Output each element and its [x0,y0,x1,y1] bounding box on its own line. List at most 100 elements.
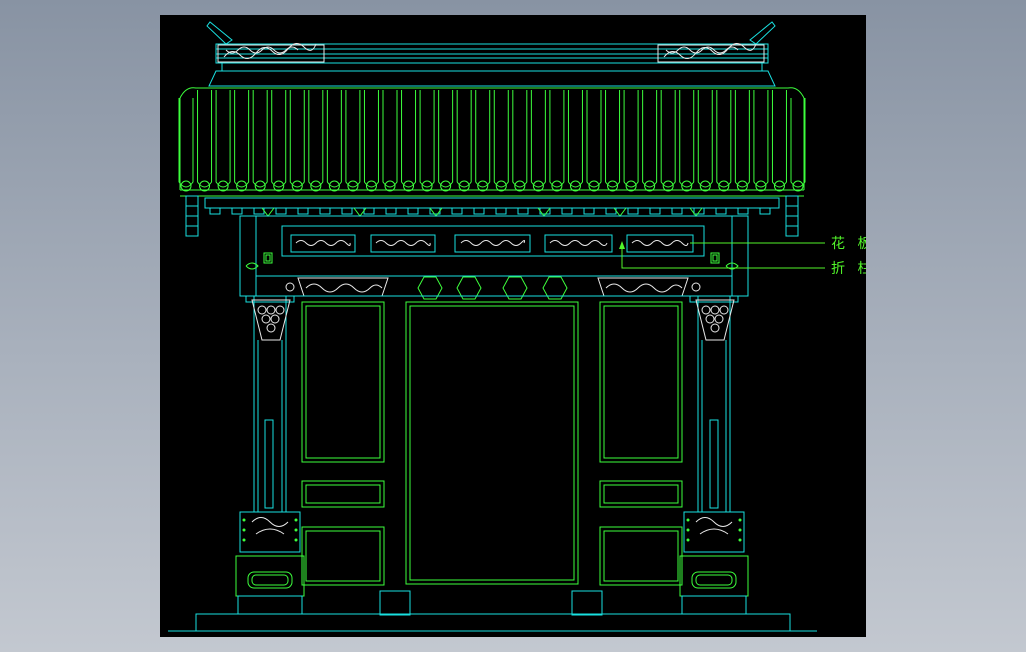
ridge-end-carving-left [217,43,325,63]
roof-tile [530,90,546,188]
roof-top-curve [179,87,805,99]
lintel-carving-left [285,277,389,297]
roof-tile [438,90,454,188]
tile-end-cap [291,180,303,192]
ridge-end-carving-right [657,43,765,63]
roof-tile [419,90,435,188]
tile-end-cap [588,180,600,192]
lintel-carving-right [597,277,701,297]
tile-end-cap [347,180,359,192]
roof-tile [642,90,658,188]
eave-hangers [185,195,799,237]
tile-end-cap [495,180,507,192]
eave-bracket [385,207,397,215]
roof-tile [512,90,528,188]
tile-end-cap [199,180,211,192]
pillar-right [689,295,739,513]
tile-end-cap [421,180,433,192]
roof-tile [289,90,305,188]
base-platform [168,613,817,632]
left-door-leaf [301,301,385,586]
roof-tile [697,90,713,188]
tile-end-cap [792,180,804,192]
eave-bracket [737,207,749,215]
tile-end-cap [551,180,563,192]
roof-eave-corners [206,21,776,45]
pillar-capital-right [695,299,735,341]
roof-tile [753,90,769,188]
roof-tile [605,90,621,188]
tile-end-cap [477,180,489,192]
eave-bracket [671,207,683,215]
pillars [245,295,739,513]
tile-end-cap [625,180,637,192]
tile-end-cap [532,180,544,192]
eave-bracket [297,207,309,215]
tile-end-cap [440,180,452,192]
callout-flower-board-label: 花 板 [831,236,866,252]
roof-tile [382,90,398,188]
eave-bracket [231,207,243,215]
eave-bracket [561,207,573,215]
eave-bracket [209,207,221,215]
eave-bracket [627,207,639,215]
folding-pillar-ornaments [245,252,739,270]
roof-tile [234,90,250,188]
eave-bracket [341,207,353,215]
roof-tile [308,90,324,188]
tile-end-cap [755,180,767,192]
roof-slope [208,70,776,87]
roof-tile [215,90,231,188]
eave-bracket [649,207,661,215]
roof-tile [493,90,509,188]
callout-folding-pillar-label: 折 柱 [831,261,866,277]
tile-end-cap [514,180,526,192]
roof-tile [790,98,806,188]
callout-folding-pillar: 折 柱 [619,241,866,277]
eave-bracket [583,207,595,215]
roof-tile [271,90,287,188]
roof-tile [252,90,268,188]
lintel [239,215,749,300]
cad-viewport[interactable]: 花 板 折 柱 [160,15,866,637]
tile-end-cap [384,180,396,192]
eave-bracket [407,207,419,215]
roof-tile [586,90,602,188]
tile-end-cap [328,180,340,192]
eave-bracket [715,207,727,215]
tile-end-cap [273,180,285,192]
tile-end-cap [681,180,693,192]
roof-tile [197,90,213,188]
tile-end-cap [644,180,656,192]
tile-end-cap [718,180,730,192]
plinth-right [679,511,749,615]
plinth-dots [242,518,742,542]
tile-end-cap [365,180,377,192]
roof-tile [456,90,472,188]
roof-ridge [215,43,769,72]
eave-bracket [473,207,485,215]
roof-tile [326,90,342,188]
tile-end-cap [699,180,711,192]
roof-body-outline [180,189,804,197]
roof [178,21,806,237]
eave-bracket [693,207,705,215]
eave-bracket [759,207,771,215]
roof-tile [567,90,583,188]
tile-end-cap [217,180,229,192]
eave-bracket [517,207,529,215]
thresholds [379,590,603,616]
pillar-capital-left [251,299,291,341]
roof-tile [734,90,750,188]
right-door-leaf [599,301,683,586]
roof-tile [363,90,379,188]
eave-bracket [275,207,287,215]
roof-tile [401,90,417,188]
roof-tile [178,98,194,188]
tile-end-cap [607,180,619,192]
tile-end-cap [310,180,322,192]
eave-bracket [495,207,507,215]
callout-flower-board: 花 板 [690,236,866,252]
plinths [235,511,749,615]
tile-end-cap [662,180,674,192]
